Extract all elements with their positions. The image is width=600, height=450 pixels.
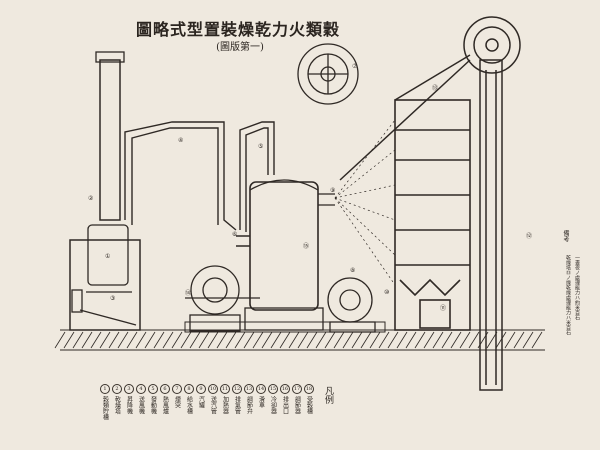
- diagram-subtitle: (圖版第一): [216, 42, 264, 53]
- bucket-elevator: [339, 16, 521, 391]
- legend-item-number: 1: [100, 384, 110, 394]
- callout-label: ①: [105, 253, 110, 260]
- legend-item-number: 4: [136, 384, 146, 394]
- diagram-title: 圖略式型置裝燥乾力火類穀: [135, 20, 340, 39]
- legend-item-number: 7: [172, 384, 182, 394]
- legend-item-label: 調節器: [293, 396, 301, 414]
- legend-item-label: 加熱器: [221, 396, 229, 414]
- legend-item: 15 冷卻器: [268, 384, 278, 414]
- air-stream: [334, 119, 396, 286]
- legend-item-number: 15: [268, 384, 278, 394]
- legend-item: 9 汽罐: [196, 384, 206, 408]
- legend-item: 1 穀類貯槽: [100, 384, 110, 420]
- legend-item-label: 乾燥塔: [113, 396, 121, 414]
- legend-item-number: 8: [184, 384, 194, 394]
- steam-pipe: [124, 121, 275, 247]
- legend-item-number: 16: [280, 384, 290, 394]
- callout-group: ① ② ③ ④ ⑤ ⑥ ⑦ ⑧ ⑨ ⑩ ⑪ ⑫ ⑬ ⑭ ⑮: [88, 63, 532, 312]
- callout-label: ⑩: [384, 289, 389, 296]
- legend-item-number: 3: [124, 384, 134, 394]
- legend-item-label: 煙突: [173, 396, 181, 408]
- drying-tower: [394, 99, 471, 331]
- legend-item-label: 送風機: [137, 396, 145, 414]
- legend-item: 8 給水槽: [184, 384, 194, 414]
- legend-item-label: 排出口: [281, 396, 289, 414]
- callout-label: ⑪: [440, 304, 446, 312]
- callout-label: ⑨: [330, 187, 335, 194]
- callout-label: ⑤: [258, 143, 263, 150]
- legend-item: 10 送汽管: [208, 384, 218, 414]
- legend-item-number: 2: [112, 384, 122, 394]
- legend-item-label: 調節弁: [245, 396, 253, 414]
- callout-label: ⑭: [185, 289, 191, 297]
- legend-item-label: 發動機: [149, 396, 157, 414]
- callout-label: ⑧: [350, 267, 355, 274]
- pulley-wheel: [297, 43, 359, 105]
- callout-label: ⑥: [232, 231, 237, 238]
- legend-item: 18 受穀槽: [304, 384, 314, 414]
- legend-item: 4 送風機: [136, 384, 146, 414]
- legend-item-label: 冷卻器: [269, 396, 277, 414]
- remark-text: 乾燥塔⑬ノ燥乾燥處理能力ハ米百石一晝夜ノ處理能力ハ約米百石: [565, 254, 580, 336]
- callout-label: ⑦: [352, 63, 358, 70]
- callout-label: ⑬: [432, 84, 438, 92]
- callout-label: ⑫: [526, 232, 532, 240]
- legend-item-label: 送汽管: [209, 396, 217, 414]
- legend-item-number: 12: [232, 384, 242, 394]
- legend-item: 17 調節器: [292, 384, 302, 414]
- legend-item-label: 受穀槽: [305, 396, 313, 414]
- legend-item: 16 排出口: [280, 384, 290, 414]
- legend-item-number: 6: [160, 384, 170, 394]
- legend-item: 2 乾燥塔: [112, 384, 122, 414]
- legend-item-label: 穀類貯槽: [101, 396, 109, 420]
- foundation: [184, 321, 386, 333]
- legend-item: 13 調節弁: [244, 384, 254, 414]
- legend-item: 3 昇降機: [124, 384, 134, 414]
- ground-line: [60, 329, 545, 351]
- remark-line: 乾燥塔⑬ノ燥乾燥處理能力ハ米百石: [565, 254, 571, 336]
- furnace: [69, 224, 141, 331]
- legend-item-label: 排氣管: [233, 396, 241, 414]
- legend-item: 14 滑車: [256, 384, 266, 408]
- legend-item: 7 煙突: [172, 384, 182, 408]
- legend-item-label: 滑車: [257, 396, 265, 408]
- legend-item: 11 加熱器: [220, 384, 230, 414]
- legend-item: 5 發動機: [148, 384, 158, 414]
- legend-item-number: 5: [148, 384, 158, 394]
- legend-item: 12 排氣管: [232, 384, 242, 414]
- legend-heading: 凡例: [323, 386, 333, 404]
- callout-label: ④: [178, 137, 183, 144]
- legend-item-number: 18: [304, 384, 314, 394]
- legend-item: 6 熱風爐: [160, 384, 170, 414]
- remark-line: 一晝夜ノ處理能力ハ約米百石: [574, 255, 580, 321]
- legend-item-label: 汽罐: [197, 396, 205, 408]
- legend-item-label: 熱風爐: [161, 396, 169, 414]
- callout-label: ②: [88, 195, 94, 202]
- heater: [244, 179, 335, 331]
- legend-item-number: 13: [244, 384, 254, 394]
- legend-item-number: 14: [256, 384, 266, 394]
- legend-item-label: 給水槽: [185, 396, 193, 414]
- legend-item-number: 11: [220, 384, 230, 394]
- legend-item-label: 昇降機: [125, 396, 133, 414]
- chimney: [99, 59, 121, 221]
- pump: [185, 265, 260, 332]
- callout-label: ⑮: [303, 242, 309, 250]
- blower: [327, 277, 376, 333]
- legend-item-number: 9: [196, 384, 206, 394]
- legend-item-number: 10: [208, 384, 218, 394]
- callout-label: ③: [110, 295, 115, 302]
- remarks-heading: 備考: [562, 230, 569, 242]
- ground-hatch: [54, 331, 543, 349]
- legend-item-number: 17: [292, 384, 302, 394]
